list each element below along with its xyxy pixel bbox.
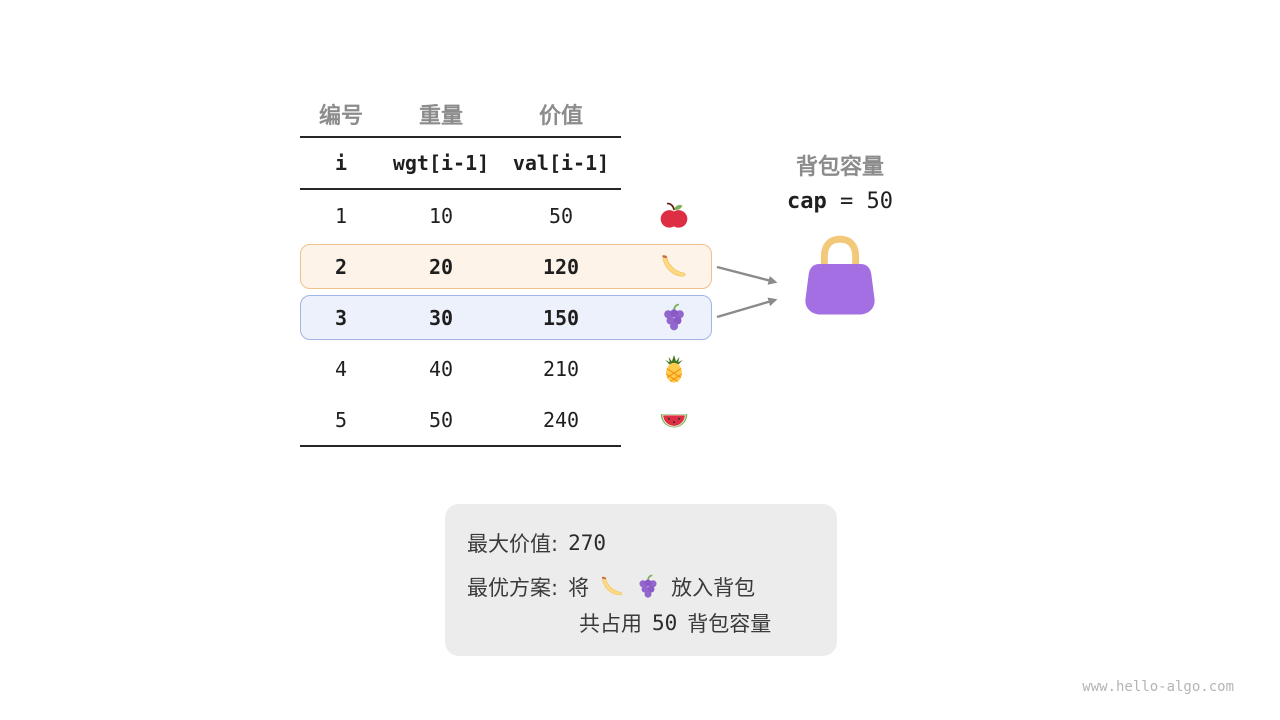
cell-weight: 20 — [428, 254, 454, 279]
banana-icon — [622, 252, 712, 282]
table-rule-mid — [300, 188, 621, 190]
max-value-line: 最大价值: 270 — [467, 528, 837, 558]
result-box: 最大价值: 270 最优方案: 将 放入背包 共占用 50 背包容量 — [445, 504, 837, 656]
cap-keyword: cap — [787, 189, 827, 214]
cell-index: 3 — [334, 305, 348, 330]
plan-label: 最优方案: — [467, 576, 559, 600]
capacity-panel: 背包容量 cap = 50 — [760, 155, 920, 321]
banana-icon — [599, 574, 625, 600]
col-header-i: i — [334, 151, 348, 175]
arrow-banana-to-bag — [716, 265, 778, 285]
cell-index: 1 — [334, 203, 348, 228]
table-row-2-selected: 2 20 120 — [300, 241, 712, 292]
table-rule-top — [300, 136, 621, 138]
plan-prefix: 将 — [568, 576, 590, 600]
cell-weight: 10 — [428, 203, 454, 228]
capacity-equation: cap = 50 — [760, 189, 920, 215]
table-header-code: i wgt[i-1] val[i-1] — [300, 138, 712, 188]
cell-value: 240 — [542, 407, 580, 432]
plan-line: 最优方案: 将 放入背包 — [467, 572, 837, 602]
arrow-grapes-to-bag — [716, 297, 778, 319]
usage-value: 50 — [652, 611, 678, 635]
max-value: 270 — [568, 531, 607, 555]
col-header-wgt: wgt[i-1] — [392, 151, 490, 175]
cap-value: = 50 — [826, 189, 893, 214]
watermelon-icon — [622, 405, 712, 435]
cell-weight: 30 — [428, 305, 454, 330]
table-row-5: 5 50 240 — [300, 394, 712, 445]
plan-suffix: 放入背包 — [671, 576, 756, 600]
usage-line: 共占用 50 背包容量 — [579, 608, 837, 638]
col-header-val: val[i-1] — [512, 151, 610, 175]
items-table: 编号 重量 价值 i wgt[i-1] val[i-1] 1 10 50 2 2… — [300, 91, 712, 447]
col-header-number: 编号 — [318, 103, 363, 129]
apple-icon — [622, 201, 712, 231]
col-header-value: 价值 — [538, 103, 583, 129]
selection-arrows — [716, 265, 778, 319]
cell-weight: 40 — [428, 356, 454, 381]
max-value-label: 最大价值: — [467, 532, 559, 556]
cell-value: 150 — [542, 305, 580, 330]
table-header-cn: 编号 重量 价值 — [300, 91, 712, 136]
cell-value: 120 — [542, 254, 580, 279]
table-row-4: 4 40 210 — [300, 343, 712, 394]
handbag-body — [805, 263, 875, 315]
table-rule-bottom — [300, 445, 621, 447]
cell-value: 50 — [548, 203, 574, 228]
usage-prefix: 共占用 — [579, 612, 642, 636]
col-header-weight: 重量 — [418, 103, 463, 129]
watermark: www.hello-algo.com — [1082, 679, 1234, 695]
usage-suffix: 背包容量 — [687, 612, 772, 636]
grapes-icon — [622, 303, 712, 333]
cell-index: 4 — [334, 356, 348, 381]
handbag-icon — [805, 235, 875, 315]
cell-value: 210 — [542, 356, 580, 381]
pineapple-icon — [622, 354, 712, 384]
capacity-title: 背包容量 — [795, 155, 884, 180]
cell-index: 5 — [334, 407, 348, 432]
grapes-icon — [635, 574, 661, 600]
cell-index: 2 — [334, 254, 348, 279]
table-row-3-selected: 3 30 150 — [300, 292, 712, 343]
cell-weight: 50 — [428, 407, 454, 432]
table-row-1: 1 10 50 — [300, 190, 712, 241]
handbag-handle — [820, 235, 860, 273]
